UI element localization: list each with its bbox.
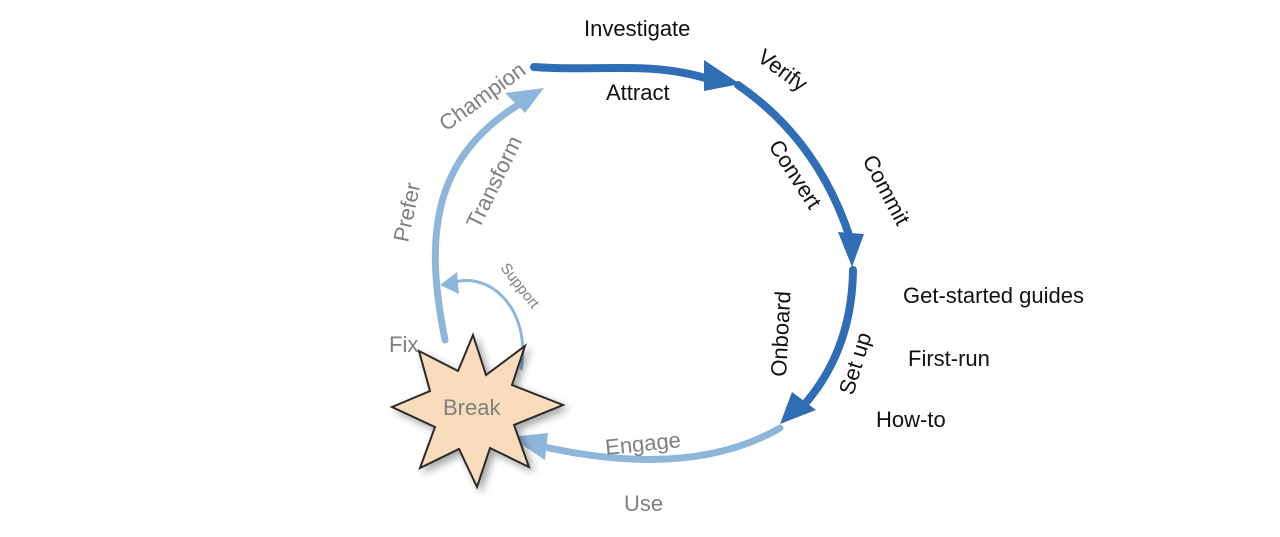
arrow-convert (838, 232, 864, 267)
arrow-onboard (780, 392, 816, 424)
arc-engage (536, 424, 784, 463)
note-how-to: How-to (876, 407, 946, 432)
arc-transform (431, 101, 522, 344)
note-first-run: First-run (908, 346, 990, 371)
label-use: Use (624, 491, 663, 516)
arrow-support (440, 272, 459, 294)
arc-convert (734, 81, 854, 242)
arrow-transform (505, 88, 544, 113)
label-break: Break (443, 395, 501, 420)
arc-attract (530, 63, 716, 84)
label-engage: Engage (604, 427, 682, 460)
label-verify: Verify (753, 44, 812, 97)
label-onboard: Onboard (766, 290, 795, 377)
label-support: Support (497, 260, 543, 313)
label-investigate: Investigate (584, 16, 690, 41)
label-prefer: Prefer (388, 180, 425, 244)
label-commit: Commit (858, 151, 916, 230)
note-get-started-guides: Get-started guides (903, 283, 1084, 308)
arc-onboard (800, 266, 857, 409)
break-burst-icon (389, 332, 566, 490)
label-fix: Fix (389, 332, 418, 357)
label-attract: Attract (606, 80, 670, 105)
arrow-attract (704, 60, 740, 91)
